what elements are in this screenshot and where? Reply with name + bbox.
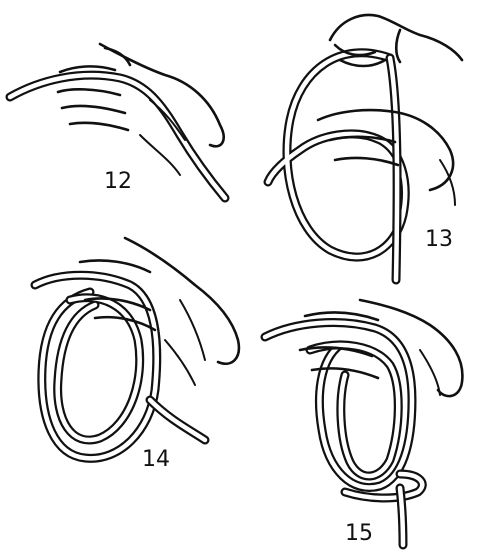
rope-15 [265, 322, 422, 545]
figure-12: 12 [10, 44, 225, 198]
figure-label-12: 12 [104, 169, 132, 194]
figure-14: 14 [35, 238, 239, 472]
hand-12 [58, 44, 224, 175]
rope-13 [268, 53, 405, 280]
figure-label-13: 13 [425, 227, 453, 252]
figure-label-15: 15 [345, 521, 373, 546]
figure-13: 13 [268, 15, 462, 280]
figure-label-14: 14 [142, 447, 170, 472]
rope-14 [35, 275, 205, 458]
figure-15: 15 [265, 300, 462, 546]
hands-13 [318, 15, 462, 205]
